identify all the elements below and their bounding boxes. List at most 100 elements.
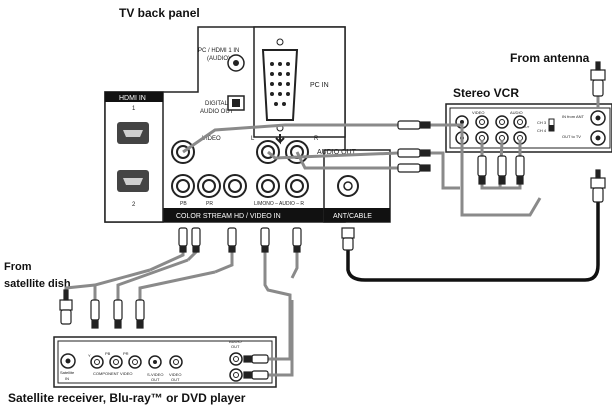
- audio-in-l-jack[interactable]: [256, 174, 280, 198]
- video-label: VIDEO: [202, 136, 221, 142]
- cable-player-audio-r: [266, 300, 294, 377]
- player-component-video-label: COMPONENT VIDEO: [93, 371, 133, 376]
- cable-vcr-video-loop: [430, 123, 542, 217]
- rca-plug-12: [90, 299, 100, 329]
- player-pr-label: PR: [123, 351, 129, 356]
- player-svideo-jack[interactable]: [148, 355, 162, 369]
- tv-back-panel: HDMI IN 1 2 PC / HDMI 1 IN (AUDIO) DIGIT…: [104, 26, 391, 223]
- player-video-label-line2: OUT: [171, 377, 180, 382]
- cable-audio-r-to-vcr: [295, 151, 398, 170]
- vcr-audio-in-l-jack[interactable]: [495, 115, 509, 129]
- rca-plug-10: [260, 227, 270, 253]
- stereo-vcr-label: Stereo VCR: [453, 86, 519, 100]
- pc-in-vga-port[interactable]: [261, 38, 299, 132]
- tv-back-panel-label: TV back panel: [119, 6, 200, 20]
- hdmi-1-port[interactable]: [117, 122, 149, 144]
- rca-plug-9: [227, 227, 237, 253]
- cable-audio-l-to-vcr: [267, 150, 399, 160]
- video-in-jack[interactable]: [223, 174, 247, 198]
- cable-component-branch-3: [138, 270, 216, 300]
- coax-connector-satellite: [59, 289, 73, 325]
- player-pb-jack[interactable]: [109, 355, 123, 369]
- from-antenna-label: From antenna: [510, 51, 590, 65]
- digital-audio-out-label-line1: DIGITAL: [205, 101, 229, 107]
- vcr-video-label: VIDEO: [472, 110, 484, 115]
- player-satellite-label-line1: Satellite: [60, 370, 75, 375]
- rca-plugs: [90, 120, 525, 380]
- ant-cable-label: ANT/CABLE: [333, 213, 372, 220]
- hdmi-1-label: 1: [132, 106, 136, 112]
- audio-in-r-jack[interactable]: [285, 174, 309, 198]
- vcr-out-label: OUT: [523, 125, 530, 129]
- player-audio-out-label-line1: AUDIO: [229, 339, 242, 344]
- rca-plug-13: [113, 299, 123, 329]
- vcr-video-in-jack[interactable]: [475, 115, 489, 129]
- player-y-label: Y: [88, 353, 91, 358]
- rca-plug-11: [292, 227, 302, 253]
- player-audio-out-l-jack[interactable]: [229, 352, 243, 366]
- audio-out-l-label: L: [251, 136, 255, 142]
- pb-jack[interactable]: [171, 174, 195, 198]
- coax-connector-tv: [341, 227, 355, 251]
- digital-audio-out-port[interactable]: [227, 95, 245, 111]
- coax-connector-antenna: [590, 61, 606, 97]
- stereo-vcr-panel: VIDEO AUDIO IN from ANT CH 3 CH 4 OUT to…: [445, 103, 612, 153]
- color-stream-label: COLOR STREAM HD / VIDEO IN: [176, 213, 281, 220]
- rca-plug-8: [191, 227, 201, 253]
- cable-satellite-feed: [64, 283, 96, 295]
- player-audio-out-label-line2: OUT: [231, 344, 240, 349]
- player-audio-out-r-jack[interactable]: [229, 368, 243, 382]
- player-svideo-label-line1: S-VIDEO: [147, 372, 163, 377]
- rca-plug-1: [397, 120, 431, 130]
- l-mono-audio-r-label: L/MONO – AUDIO – R: [254, 201, 304, 207]
- vcr-rf-in-jack[interactable]: [590, 110, 606, 126]
- hdmi-2-port[interactable]: [117, 170, 149, 192]
- player-pb-label: PB: [105, 351, 111, 356]
- player-pr-jack[interactable]: [128, 355, 142, 369]
- vcr-audio-out-r-jack[interactable]: [513, 131, 527, 145]
- vcr-out-to-tv-label: OUT to TV: [562, 134, 581, 139]
- vcr-ch3-label: CH 3: [537, 120, 547, 125]
- vcr-audio-in-r-jack[interactable]: [513, 115, 527, 129]
- cable-video-to-vcr: [182, 123, 398, 154]
- audio-out-label: AUDIO OUT: [317, 149, 357, 156]
- pb-label: PB: [180, 201, 187, 207]
- arrow-down-icon: [275, 134, 285, 145]
- rca-plug-5: [497, 155, 507, 185]
- cable-audio-l-down: [263, 232, 292, 340]
- rca-plug-7: [178, 227, 188, 253]
- coax-cable-ant-to-vcr: [346, 200, 600, 282]
- cable-vcr-audio-loop: [430, 151, 460, 190]
- pc-audio-in-jack[interactable]: [227, 54, 245, 72]
- coax-connector-vcr-out: [590, 169, 606, 203]
- cable-component-branch-2: [116, 258, 189, 300]
- rca-plug-16: [243, 370, 269, 380]
- hdmi-in-label: HDMI IN: [119, 95, 146, 102]
- pc-in-label: PC IN: [310, 82, 329, 89]
- pc-hdmi-audio-label-line2: (AUDIO): [207, 56, 230, 62]
- hdmi-2-label: 2: [132, 202, 136, 208]
- rca-plug-14: [135, 299, 145, 329]
- rca-plug-2: [397, 148, 431, 158]
- from-satellite-label-line2: satellite dish: [4, 278, 71, 290]
- player-satellite-in-jack[interactable]: [60, 353, 76, 369]
- ant-cable-jack[interactable]: [337, 175, 359, 197]
- rca-plug-6: [515, 155, 525, 185]
- vcr-audio-label: AUDIO: [510, 110, 523, 115]
- vcr-ch4-label: CH 4: [537, 128, 547, 133]
- player-video-out-jack[interactable]: [169, 355, 183, 369]
- player-satellite-label-line2: IN: [65, 376, 69, 381]
- player-caption: Satellite receiver, Blu-ray™ or DVD play…: [8, 391, 246, 405]
- coax-connectors: [59, 61, 606, 325]
- vcr-rf-out-jack[interactable]: [590, 130, 606, 146]
- player-y-jack[interactable]: [90, 355, 104, 369]
- rca-plug-15: [243, 354, 269, 364]
- player-video-label-line1: VIDEO: [169, 372, 181, 377]
- player-svideo-label-line2: OUT: [151, 377, 160, 382]
- pc-hdmi-audio-label-line1: PC / HDMI 1 IN: [198, 48, 239, 54]
- pr-jack[interactable]: [197, 174, 221, 198]
- player-panel: Satellite IN Y PB PR COMPONENT VIDEO S-V…: [53, 336, 277, 388]
- from-satellite-label-line1: From: [4, 261, 32, 273]
- pr-label: PR: [206, 201, 213, 207]
